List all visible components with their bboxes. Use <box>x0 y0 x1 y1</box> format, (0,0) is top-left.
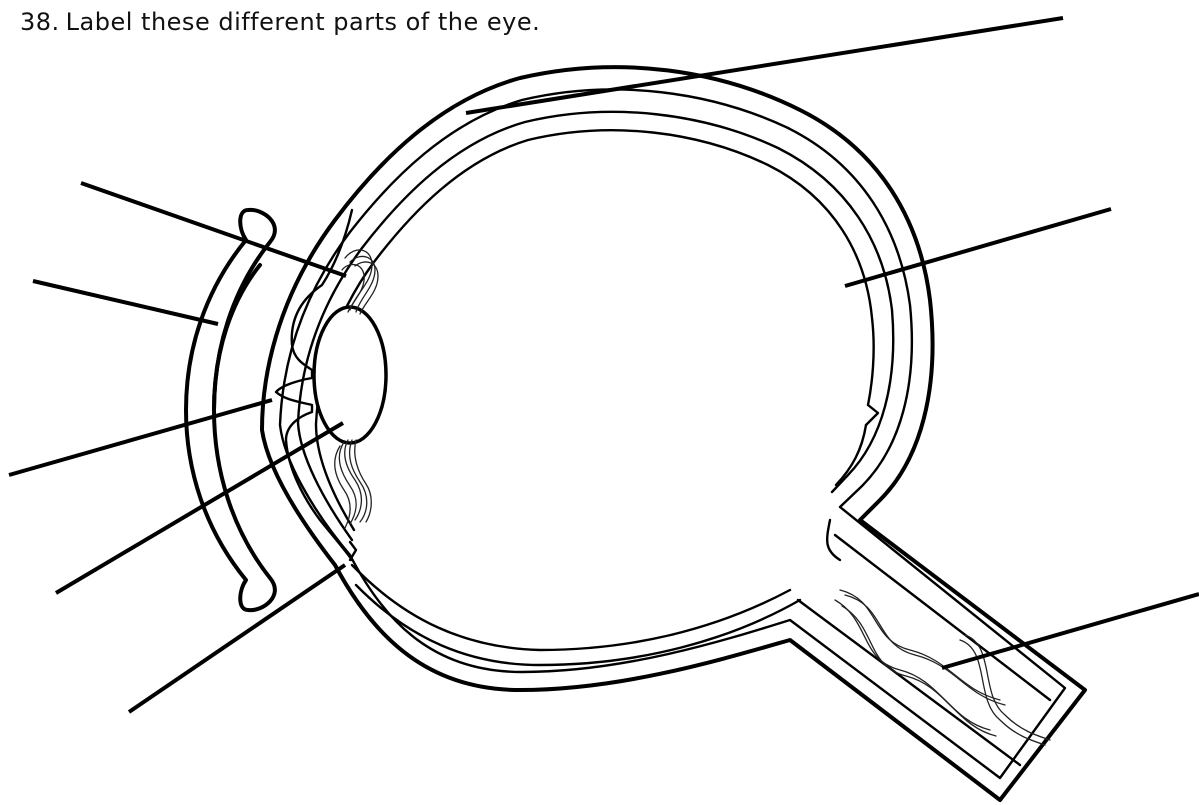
leader-line-ciliary-body <box>81 183 346 276</box>
leader-line-iris <box>9 400 272 475</box>
leader-line-optic-nerve <box>942 594 1199 668</box>
sclera-outline <box>262 67 1085 800</box>
lens <box>314 307 386 443</box>
leader-line-sclera <box>466 18 1063 113</box>
label-leader-lines <box>9 18 1199 712</box>
optic-nerve <box>798 520 1050 765</box>
leader-line-cornea <box>33 281 218 324</box>
leader-line-choroid <box>129 565 345 712</box>
